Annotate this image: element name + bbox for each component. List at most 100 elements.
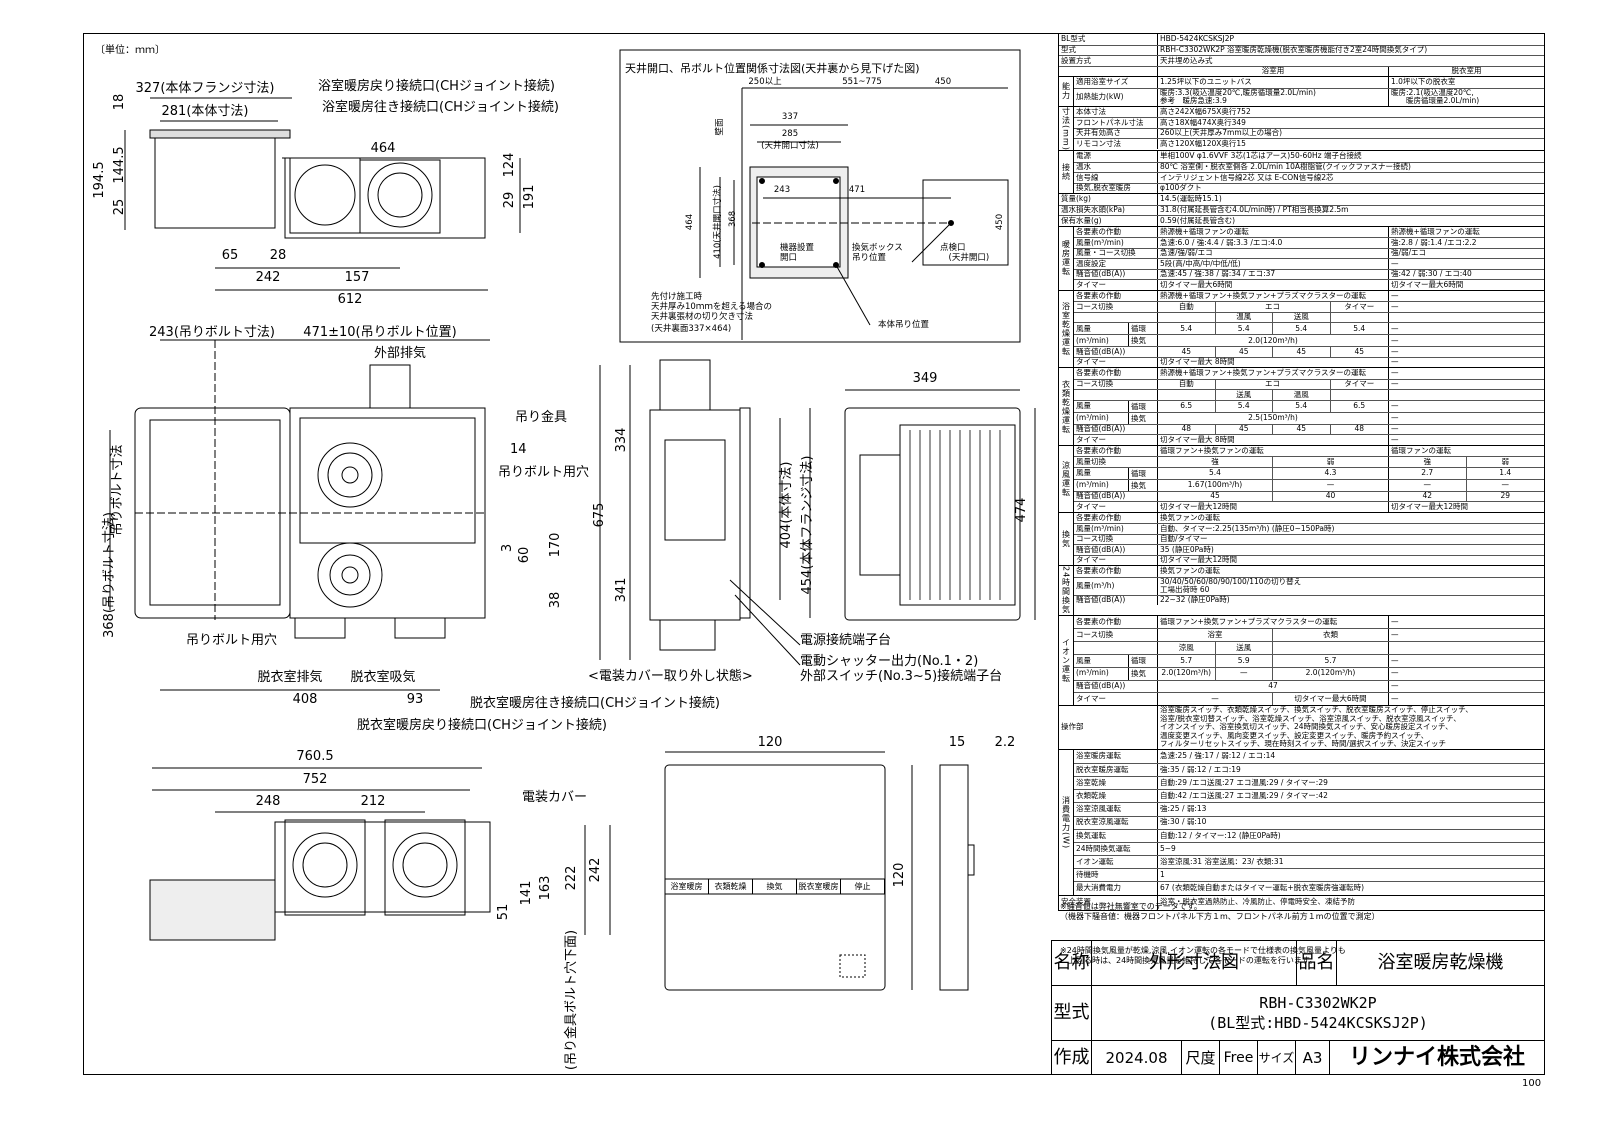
spec-value-dressing: — bbox=[1391, 434, 1399, 444]
spec-cell: 5.9 bbox=[1216, 654, 1273, 667]
spec-row: 騒音値(dB(A))22~32 (静圧0Pa時) bbox=[1074, 594, 1544, 606]
spec-value-bath: RBH-C3302WK2P 浴室暖房乾燥機(脱衣室暖房機能付き2室24時間換気タ… bbox=[1160, 45, 1428, 54]
label-unit: 〔単位：ｍｍ〕 bbox=[95, 45, 165, 56]
spec-group: 質量(kg)14.5(運転時15.1)温水損失水頭(kPa)31.8(付属延長管… bbox=[1059, 193, 1544, 226]
spec-cell bbox=[1158, 390, 1216, 400]
spec-key: 天井有効高さ bbox=[1074, 128, 1158, 138]
remote-button-1[interactable]: 衣類乾燥 bbox=[709, 879, 753, 894]
spec-row: コース切換自動エコタイマー— bbox=[1074, 301, 1544, 312]
label-side-341: 341 bbox=[614, 577, 629, 603]
spec-key: 騒音値(dB(A)) bbox=[1074, 270, 1158, 280]
spec-cell: 5.4 bbox=[1273, 400, 1331, 412]
spec-key: 各要素の作動 bbox=[1074, 368, 1158, 379]
product-label: 品名 bbox=[1297, 941, 1337, 986]
spec-value-dressing: — bbox=[1391, 379, 1399, 389]
label-ceil-opening: (天井開口寸法) bbox=[761, 141, 819, 151]
spec-value-bath: 暖房:3.3(吸込温度20℃,暖房循環量2.0L/min) 参考 暖房急速:3.… bbox=[1158, 88, 1389, 106]
label-mid-dress-return: 脱衣室暖房戻り接続口(CHジョイント接続) bbox=[357, 718, 607, 733]
remote-button-2[interactable]: 換気 bbox=[753, 879, 797, 894]
label-top-return: 浴室暖房戻り接続口(CHジョイント接続) bbox=[318, 79, 555, 94]
label-ceil-450w: 450 bbox=[934, 77, 952, 87]
spec-value-bath: 80℃ 浴室側・脱衣室側各 2.0L/min 10A樹脂管(クイックファスナー接… bbox=[1160, 162, 1411, 172]
spec-key: 脱衣室涼風運転 bbox=[1074, 816, 1158, 829]
spec-row: 安全装置浴室・脱衣室過熱防止、冷風防止、停電時安全、凍結予防 bbox=[1059, 895, 1544, 910]
label-front-474: 474 bbox=[1014, 497, 1029, 523]
spec-key: 風量 bbox=[1074, 467, 1129, 479]
spec-value-dressing: 強弱 bbox=[1389, 457, 1544, 467]
spec-key: 電源 bbox=[1074, 151, 1158, 162]
label-ceil-243: 243 bbox=[773, 185, 791, 195]
spec-value-bath: 急速:25 / 強:17 / 弱:12 / エコ:14 bbox=[1160, 750, 1276, 760]
spec-row: 本体寸法高さ242X幅675X奥行752 bbox=[1074, 106, 1544, 117]
spec-subkey: 換気 bbox=[1129, 479, 1158, 491]
spec-key: 温水損失水頭(kPa) bbox=[1059, 206, 1158, 216]
name-value: 外形寸法図 bbox=[1092, 941, 1297, 986]
spec-value-dressing: 強:2.8 / 弱:1.4 /エコ:2.2 bbox=[1391, 237, 1477, 247]
spec-row: 温水損失水頭(kPa)31.8(付属延長管含む4.0L/min時) / PT相当… bbox=[1059, 204, 1544, 216]
spec-value-bath: 5段(高/中高/中/中低/低) bbox=[1158, 259, 1389, 269]
spec-group-rows: 各要素の作動熱源機+循環ファン+換気ファン+プラズマクラスターの運転—コース切換… bbox=[1074, 290, 1544, 368]
spec-value-bath: 強:25 / 弱:13 bbox=[1160, 804, 1207, 814]
spec-cell: 浴室用 bbox=[1261, 66, 1285, 75]
spec-value-bath: インテリジェント信号線2芯 又は E-CON信号線2芯 bbox=[1160, 172, 1334, 182]
remote-button-0[interactable]: 浴室暖房 bbox=[665, 879, 709, 894]
spec-cell: 自動 bbox=[1158, 380, 1216, 390]
spec-row: 各要素の作動熱源機+循環ファン+換気ファン+プラズマクラスターの運転— bbox=[1074, 290, 1544, 302]
spec-group-rows: 各要素の作動換気ファンの運転風量(m³/h)30/40/50/60/80/90/… bbox=[1074, 566, 1544, 614]
spec-value-bath: 自動:42 /エコ送風:27 エコ温風:29 / タイマー:42 bbox=[1160, 791, 1328, 800]
spec-subkey: 循環 bbox=[1129, 323, 1158, 335]
spec-row: 風量・コース切換急速/強/弱/エコ強/弱/エコ bbox=[1074, 247, 1544, 259]
label-top-25: 25 bbox=[112, 198, 127, 216]
note-ventilation: ※24時間換気風量が乾燥,涼風,イオン運転の各モードで仕様表の換気風量よりも 上… bbox=[1060, 946, 1346, 965]
spec-value-bath: 切タイマー最大12時間 bbox=[1158, 502, 1389, 512]
spec-row: 脱衣室涼風運転強:30 / 弱:10 bbox=[1074, 815, 1544, 829]
spec-value-bath: 2.0(120m³/h) bbox=[1158, 335, 1389, 347]
spec-value-bath: 高さ120X幅120X奥行15 bbox=[1160, 138, 1246, 148]
spec-key: 加熱能力(kW) bbox=[1074, 88, 1158, 106]
spec-key: 浴室涼風運転 bbox=[1074, 803, 1158, 816]
label-bot-242: 242 bbox=[588, 857, 603, 883]
spec-value-bath: 1 bbox=[1160, 870, 1165, 880]
label-ceil-title: 天井開口、吊ボルト位置関係寸法図(天井裏から見下げた図) bbox=[625, 62, 920, 75]
spec-row: 風量(m³/min)自動、タイマー:2.25(135m³/h) (静圧0~150… bbox=[1074, 523, 1544, 534]
remote-drawing bbox=[664, 751, 975, 991]
spec-value-dressing: 循環ファンの運転 bbox=[1391, 445, 1451, 455]
spec-cell: 1.67(100m³/h) bbox=[1158, 479, 1273, 491]
label-ceil-464: 464 bbox=[685, 213, 695, 231]
spec-value-bath: 熱源機+循環ファンの運転 bbox=[1158, 226, 1389, 238]
spec-row: コース切換自動エコタイマー— bbox=[1074, 378, 1544, 390]
spec-key: 換気運転 bbox=[1074, 829, 1158, 842]
remote-button-3[interactable]: 脱衣室暖房 bbox=[797, 879, 841, 894]
remote-button-4[interactable]: 停止 bbox=[841, 879, 885, 894]
spec-value-bath: 循環ファン+換気ファンの運転 bbox=[1158, 445, 1389, 457]
top-view-drawing bbox=[124, 97, 521, 291]
label-top-18: 18 bbox=[112, 93, 127, 111]
spec-cell: 5.4 bbox=[1216, 323, 1273, 335]
spec-cell: 45 bbox=[1158, 492, 1273, 502]
label-side-power: 電源接続端子台 bbox=[800, 633, 892, 648]
spec-row: 浴室暖房運転急速:25 / 強:17 / 弱:12 / エコ:14 bbox=[1074, 749, 1544, 763]
spec-cell: 送風 bbox=[1216, 642, 1273, 654]
label-side-675: 675 bbox=[592, 502, 607, 528]
spec-row: コース切換自動/タイマー bbox=[1074, 533, 1544, 545]
size-value: A3 bbox=[1296, 1041, 1330, 1074]
spec-row: 浴室乾燥自動:29 /エコ送風:27 エコ温風:29 / タイマー:29 bbox=[1074, 775, 1544, 790]
spec-value-bath: 切タイマー最大 8時間 bbox=[1158, 358, 1389, 368]
label-mid-exhaust: 外部排気 bbox=[373, 346, 427, 361]
spec-value-dressing: — bbox=[1391, 681, 1399, 691]
spec-key: 温度設定 bbox=[1074, 259, 1158, 269]
spec-group-label: 換気 bbox=[1059, 512, 1074, 566]
spec-value-dressing: — bbox=[1391, 346, 1399, 356]
spec-value-bath: 浴室衣類 bbox=[1158, 629, 1389, 642]
spec-cell: 45 bbox=[1273, 425, 1331, 435]
spec-value-dressing: — bbox=[1391, 290, 1399, 300]
label-mid-368: 368(吊りボルト寸法) bbox=[102, 512, 117, 638]
spec-row: 質量(kg)14.5(運転時15.1) bbox=[1059, 194, 1544, 205]
